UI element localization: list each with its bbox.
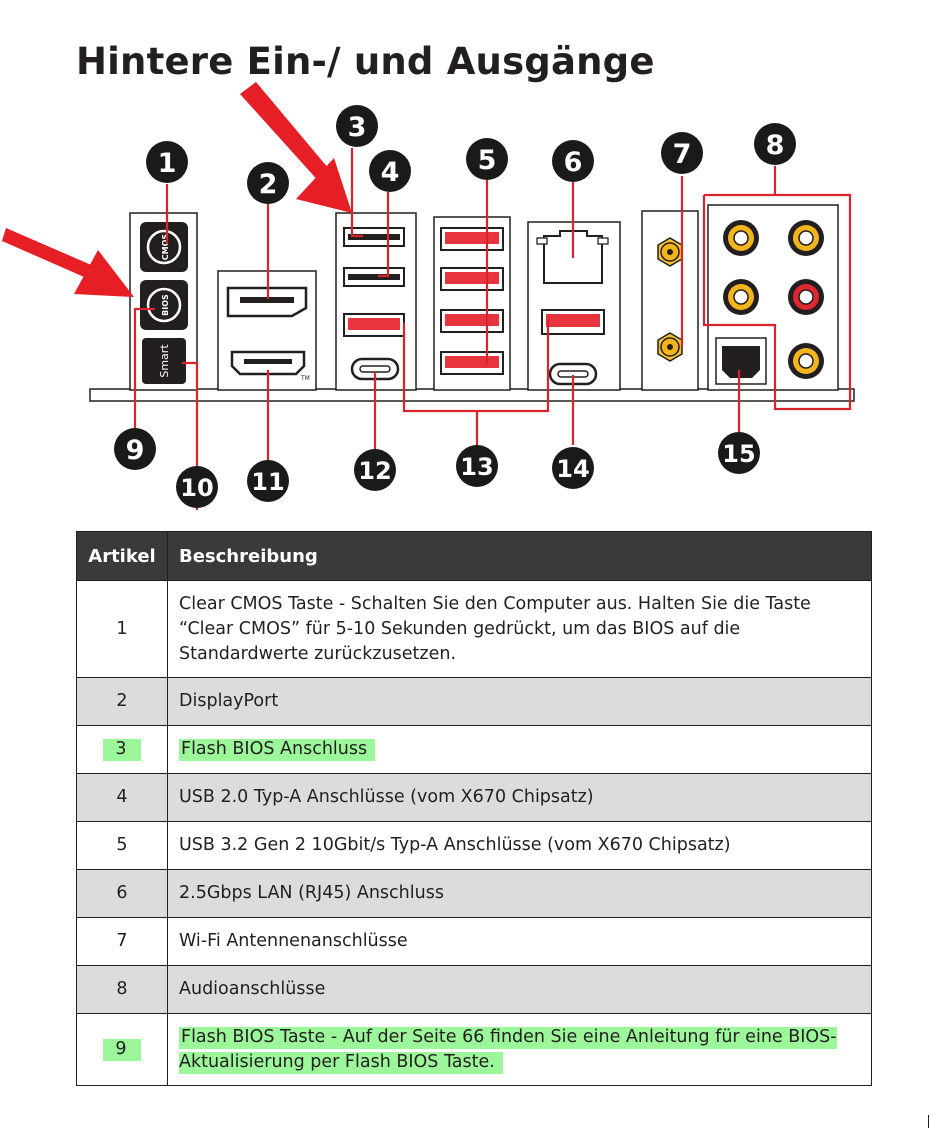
svg-text:8: 8 (766, 130, 785, 161)
description-header: Beschreibung (167, 531, 872, 581)
callout-8: 8 (754, 123, 796, 165)
row-description: Flash BIOS Taste - Auf der Seite 66 find… (167, 1013, 872, 1086)
row-description: Wi-Fi Antennenanschlüsse (167, 917, 872, 966)
highlighted-item: 9 (103, 1039, 141, 1061)
row-item: 7 (76, 917, 168, 966)
svg-text:2: 2 (259, 169, 278, 200)
row-item: 4 (76, 773, 168, 822)
callout-10: 10 (176, 466, 218, 508)
page-title: Hintere Ein-/ und Ausgänge (76, 40, 655, 83)
table-row: 9 Flash BIOS Taste - Auf der Seite 66 fi… (76, 1013, 872, 1086)
table-row: 7 Wi-Fi Antennenanschlüsse (76, 917, 872, 966)
row-description: DisplayPort (167, 677, 872, 726)
svg-text:3: 3 (348, 112, 367, 143)
bios-label: BIOS (161, 294, 170, 316)
row-description: Audioanschlüsse (167, 965, 872, 1014)
callout-13: 13 (456, 445, 498, 487)
callout-9: 9 (114, 428, 156, 470)
svg-text:5: 5 (478, 145, 497, 176)
row-item: 6 (76, 869, 168, 918)
io-table: Artikel Beschreibung 1 Clear CMOS Taste … (76, 531, 872, 1086)
highlighted-description: Flash BIOS Taste - Auf der Seite 66 find… (179, 1026, 837, 1074)
leader-lines (133, 148, 852, 510)
table-row: 5 USB 3.2 Gen 2 10Gbit/s Typ-A Anschlüss… (76, 821, 872, 870)
row-description: 2.5Gbps LAN (RJ45) Anschluss (167, 869, 872, 918)
row-item: 9 (76, 1013, 168, 1086)
callout-4: 4 (369, 150, 411, 192)
smart-label: Smart (158, 344, 171, 378)
callout-11: 11 (247, 460, 289, 502)
callout-14: 14 (552, 447, 594, 489)
svg-text:10: 10 (180, 474, 213, 502)
audio-jacks (723, 220, 824, 379)
table-row: 8 Audioanschlüsse (76, 965, 872, 1014)
svg-text:14: 14 (556, 455, 589, 483)
row-description: Flash BIOS Anschluss (167, 725, 872, 774)
row-description: USB 3.2 Gen 2 10Gbit/s Typ-A Anschlüsse … (167, 821, 872, 870)
table-row: 6 2.5Gbps LAN (RJ45) Anschluss (76, 869, 872, 918)
highlighted-item: 3 (103, 739, 141, 761)
highlighted-description: Flash BIOS Anschluss (179, 739, 376, 761)
svg-text:11: 11 (251, 468, 284, 496)
svg-text:12: 12 (358, 457, 391, 485)
row-item: 8 (76, 965, 168, 1014)
table-header-row: Artikel Beschreibung (76, 531, 872, 581)
item-header: Artikel (76, 531, 168, 581)
svg-text:4: 4 (381, 157, 400, 188)
arrow-to-flash-bios-button (2, 228, 134, 297)
callout-12: 12 (354, 449, 396, 491)
row-item: 5 (76, 821, 168, 870)
svg-text:13: 13 (460, 453, 493, 481)
callout-15: 15 (718, 432, 760, 474)
svg-text:7: 7 (673, 139, 692, 170)
svg-text:1: 1 (158, 148, 177, 179)
clear-cmos-button (140, 222, 188, 272)
arrow-to-flash-bios-port (240, 82, 352, 213)
svg-text:9: 9 (126, 435, 145, 466)
flash-bios-button (140, 280, 188, 330)
svg-text:6: 6 (564, 147, 583, 178)
cmos-label: CMOS (161, 234, 170, 261)
svg-text:15: 15 (722, 440, 755, 468)
callout-6: 6 (552, 140, 594, 182)
callout-numbers: 1 2 3 4 5 6 7 8 9 10 11 12 13 14 15 (114, 105, 796, 508)
wifi-antenna-connectors (657, 237, 683, 362)
table-row: 2 DisplayPort (76, 677, 872, 726)
page-edge-mark (928, 1115, 929, 1128)
smart-button (142, 338, 186, 384)
table-row: 1 Clear CMOS Taste - Schalten Sie den Co… (76, 580, 872, 678)
row-description: USB 2.0 Typ-A Anschlüsse (vom X670 Chips… (167, 773, 872, 822)
callout-2: 2 (247, 162, 289, 204)
annotation-arrows (2, 82, 352, 297)
table-row: 3 Flash BIOS Anschluss (76, 725, 872, 774)
callout-5: 5 (466, 138, 508, 180)
table-row: 4 USB 2.0 Typ-A Anschlüsse (vom X670 Chi… (76, 773, 872, 822)
hdmi-tm: TM (300, 375, 310, 382)
callout-3: 3 (336, 105, 378, 147)
callout-7: 7 (661, 132, 703, 174)
row-item: 1 (76, 580, 168, 678)
rear-io-diagram: CMOS BIOS Smart TM (2, 82, 855, 510)
callout-1: 1 (146, 141, 188, 183)
row-description: Clear CMOS Taste - Schalten Sie den Comp… (167, 580, 872, 678)
row-item: 3 (76, 725, 168, 774)
row-item: 2 (76, 677, 168, 726)
